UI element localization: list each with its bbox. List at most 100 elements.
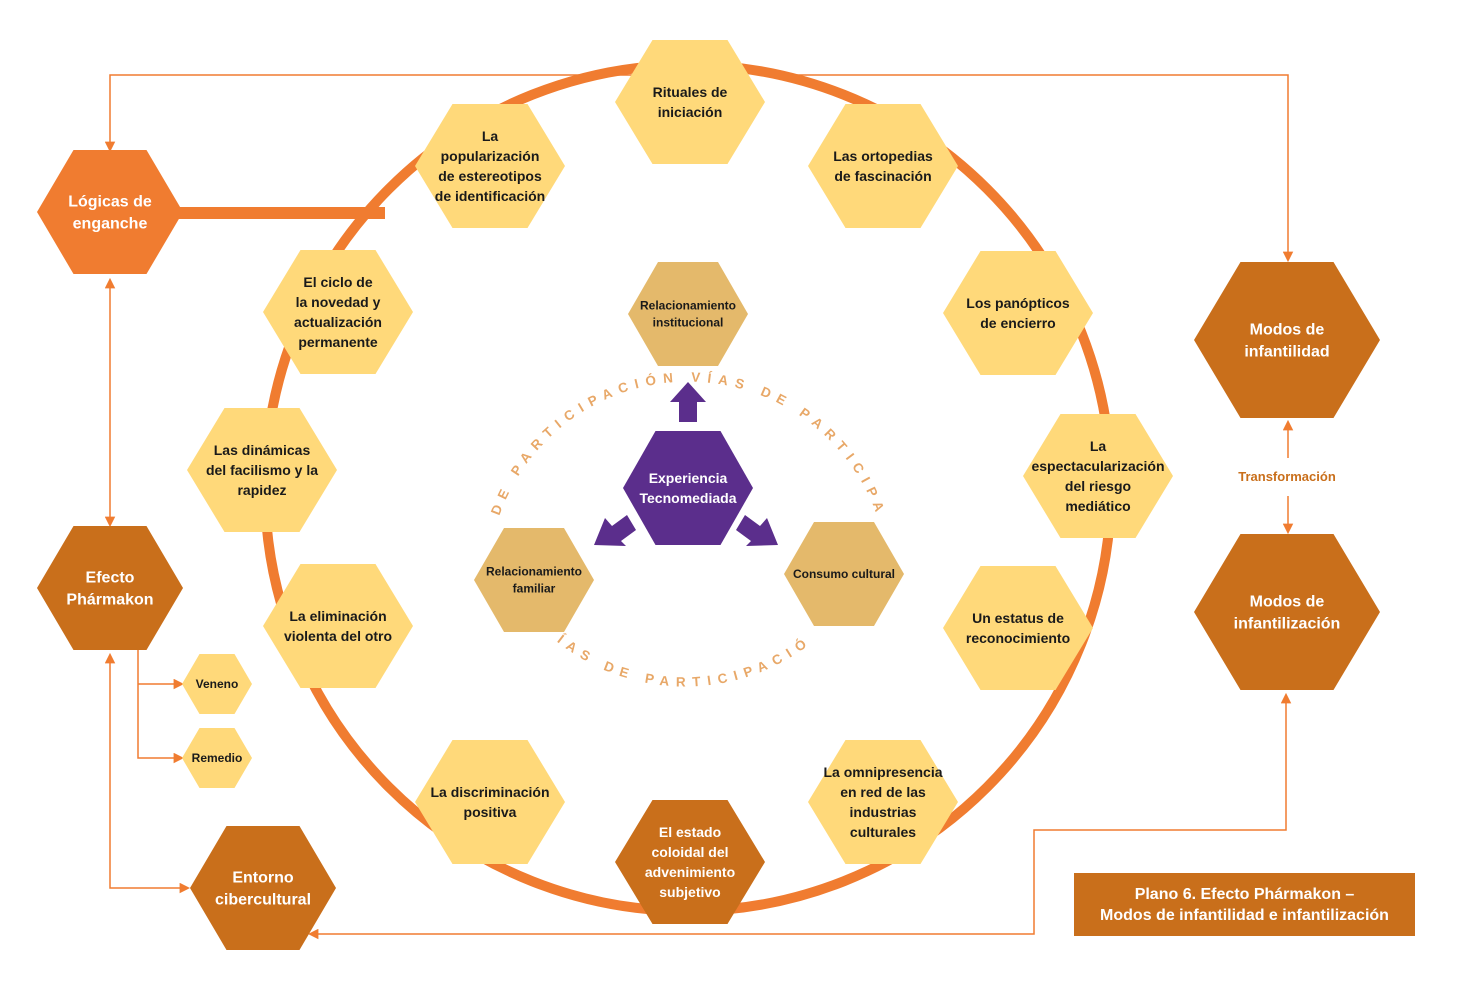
ring-node-omnipresencia-label-line: industrias <box>850 804 917 820</box>
ring-node-dinamicas-label-line: Las dinámicas <box>214 442 311 458</box>
logicas-connector-bar <box>175 207 385 219</box>
remedio-node-label-line: Remedio <box>192 751 243 765</box>
caption-line-1: Plano 6. Efecto Phármakon – <box>1134 885 1355 903</box>
remedio-node: Remedio <box>182 728 252 788</box>
entorno-cibercultural-node-label-line: cibercultural <box>215 892 311 909</box>
ring-node-popularizacion-label-line: de estereotipos <box>438 168 542 184</box>
ring-node-ciclo-hexagon <box>263 250 413 374</box>
veneno-node: Veneno <box>182 654 252 714</box>
ring-node-eliminacion-hexagon <box>263 564 413 688</box>
ring-node-estado-label-line: advenimiento <box>645 864 735 880</box>
ring-node-discriminacion-label-line: positiva <box>464 804 517 820</box>
logicas-enganche-node-label-line: Lógicas de <box>68 194 152 211</box>
relacionamiento-familiar-node-label-line: Relacionamiento <box>486 565 582 579</box>
relacionamiento-familiar-node: Relacionamiento familiar <box>474 528 594 632</box>
modos-infantilidad-node-label-line: infantilidad <box>1244 344 1329 361</box>
ring-node-eliminacion-label-line: violenta del otro <box>284 628 392 644</box>
ring-node-espectacularizacion-hexagon <box>1023 414 1173 538</box>
relacionamiento-institucional-node-label-line: institucional <box>653 316 724 330</box>
ring-node-rituales-label-line: Rituales de <box>653 84 728 100</box>
ring-node-ortopedias-hexagon <box>808 104 958 228</box>
modos-infantilidad-node-hexagon <box>1194 262 1380 418</box>
ring-node-estado-label-line: El estado <box>659 824 721 840</box>
ring-node-estado-label-line: subjetivo <box>659 884 720 900</box>
ring-node-estatus-label-line: reconocimiento <box>966 630 1070 646</box>
logicas-enganche-node: Lógicas de enganche <box>37 150 183 274</box>
arrow-up-institucional <box>670 382 706 422</box>
modos-infantilizacion-node-label-line: infantilización <box>1234 616 1341 633</box>
figure-caption: Plano 6. Efecto Phármakon – Modos de inf… <box>1074 873 1415 936</box>
logicas-enganche-node-hexagon <box>37 150 183 274</box>
connector-infantilizacion-entorno <box>307 692 1292 940</box>
ring-node-omnipresencia-label-line: en red de las <box>840 784 926 800</box>
ring-node-popularizacion-label-line: popularización <box>441 148 540 164</box>
experiencia-tecnomediada-node-hexagon <box>623 431 753 545</box>
ring-node-popularizacion-label-line: La <box>482 128 499 144</box>
ring-node-omnipresencia-hexagon <box>808 740 958 864</box>
ring-node-ortopedias: Las ortopedias de fascinación <box>808 104 958 228</box>
ring-node-rituales-label-line: iniciación <box>658 104 723 120</box>
arrow-left-familiar <box>594 515 636 546</box>
efecto-pharmakon-node-label-line: Phármakon <box>66 592 153 609</box>
ring-node-dinamicas-label-line: del facilismo y la <box>206 462 318 478</box>
remedio-node-hexagon <box>182 728 252 788</box>
ring-node-espectacularizacion-label-line: del riesgo <box>1065 478 1131 494</box>
ring-node-estado-hexagon <box>615 800 765 924</box>
consumo-cultural-node-label-line: Consumo cultural <box>793 567 895 581</box>
caption-line-2: Modos de infantilidad e infantilización <box>1100 906 1389 924</box>
connector-top-right <box>760 74 1294 263</box>
efecto-pharmakon-node-label-line: Efecto <box>86 570 135 587</box>
ring-node-discriminacion-label-line: La discriminación <box>430 784 549 800</box>
ring-node-ortopedias-label-line: Las ortopedias <box>833 148 933 164</box>
entorno-cibercultural-node: Entorno cibercultural <box>190 826 336 950</box>
ring-node-omnipresencia-label-line: La omnipresencia <box>823 764 942 780</box>
experiencia-tecnomediada-node-label-line: Tecnomediada <box>640 490 737 506</box>
ring-node-estatus: Un estatus de reconocimiento <box>943 566 1093 690</box>
ring-node-estatus-label-line: Un estatus de <box>972 610 1064 626</box>
ring-node-dinamicas-hexagon <box>187 408 337 532</box>
ring-node-popularizacion: La popularización de estereotipos de identi… <box>415 104 565 228</box>
relacionamiento-institucional-node: Relacionamiento institucional <box>628 262 748 366</box>
ring-node-estatus-hexagon <box>943 566 1093 690</box>
logicas-enganche-node-label-line: enganche <box>73 216 148 233</box>
experiencia-tecnomediada-node-label-line: Experiencia <box>649 470 728 486</box>
arrow-right-consumo <box>736 515 778 546</box>
relacionamiento-familiar-node-label-line: familiar <box>513 582 556 596</box>
ring-node-espectacularizacion-label-line: mediático <box>1065 498 1130 514</box>
entorno-cibercultural-node-label-line: Entorno <box>232 870 294 887</box>
ring-node-espectacularizacion-label-line: espectacularización <box>1031 458 1164 474</box>
ring-node-ciclo-label-line: permanente <box>298 334 378 350</box>
modos-infantilizacion-node-hexagon <box>1194 534 1380 690</box>
ring-node-ciclo-label-line: El ciclo de <box>303 274 372 290</box>
ring-node-ortopedias-label-line: de fascinación <box>834 168 931 184</box>
entorno-cibercultural-node-hexagon <box>190 826 336 950</box>
ring-node-dinamicas: Las dinámicas del facilismo y la rapidez <box>187 408 337 532</box>
ring-node-panopticos-label-line: de encierro <box>980 315 1055 331</box>
ring-node-discriminacion-hexagon <box>415 740 565 864</box>
connector-top-loop <box>104 74 635 153</box>
ring-node-omnipresencia-label-line: culturales <box>850 824 916 840</box>
veneno-node-label-line: Veneno <box>196 677 239 691</box>
ring-node-popularizacion-hexagon <box>415 104 565 228</box>
ring-node-dinamicas-label-line: rapidez <box>237 482 286 498</box>
relacionamiento-institucional-node-label-line: Relacionamiento <box>640 299 736 313</box>
ring-node-omnipresencia: La omnipresencia en red de las industrias c… <box>808 740 958 864</box>
consumo-cultural-node-hexagon <box>784 522 904 626</box>
veneno-node-hexagon <box>182 654 252 714</box>
ring-node-rituales: Rituales de iniciación <box>615 40 765 164</box>
ring-node-discriminacion: La discriminación positiva <box>415 740 565 864</box>
ring-node-popularizacion-label-line: de identificación <box>435 188 545 204</box>
relacionamiento-institucional-node-hexagon <box>628 262 748 366</box>
ring-node-rituales-hexagon <box>615 40 765 164</box>
efecto-pharmakon-node-hexagon <box>37 526 183 650</box>
